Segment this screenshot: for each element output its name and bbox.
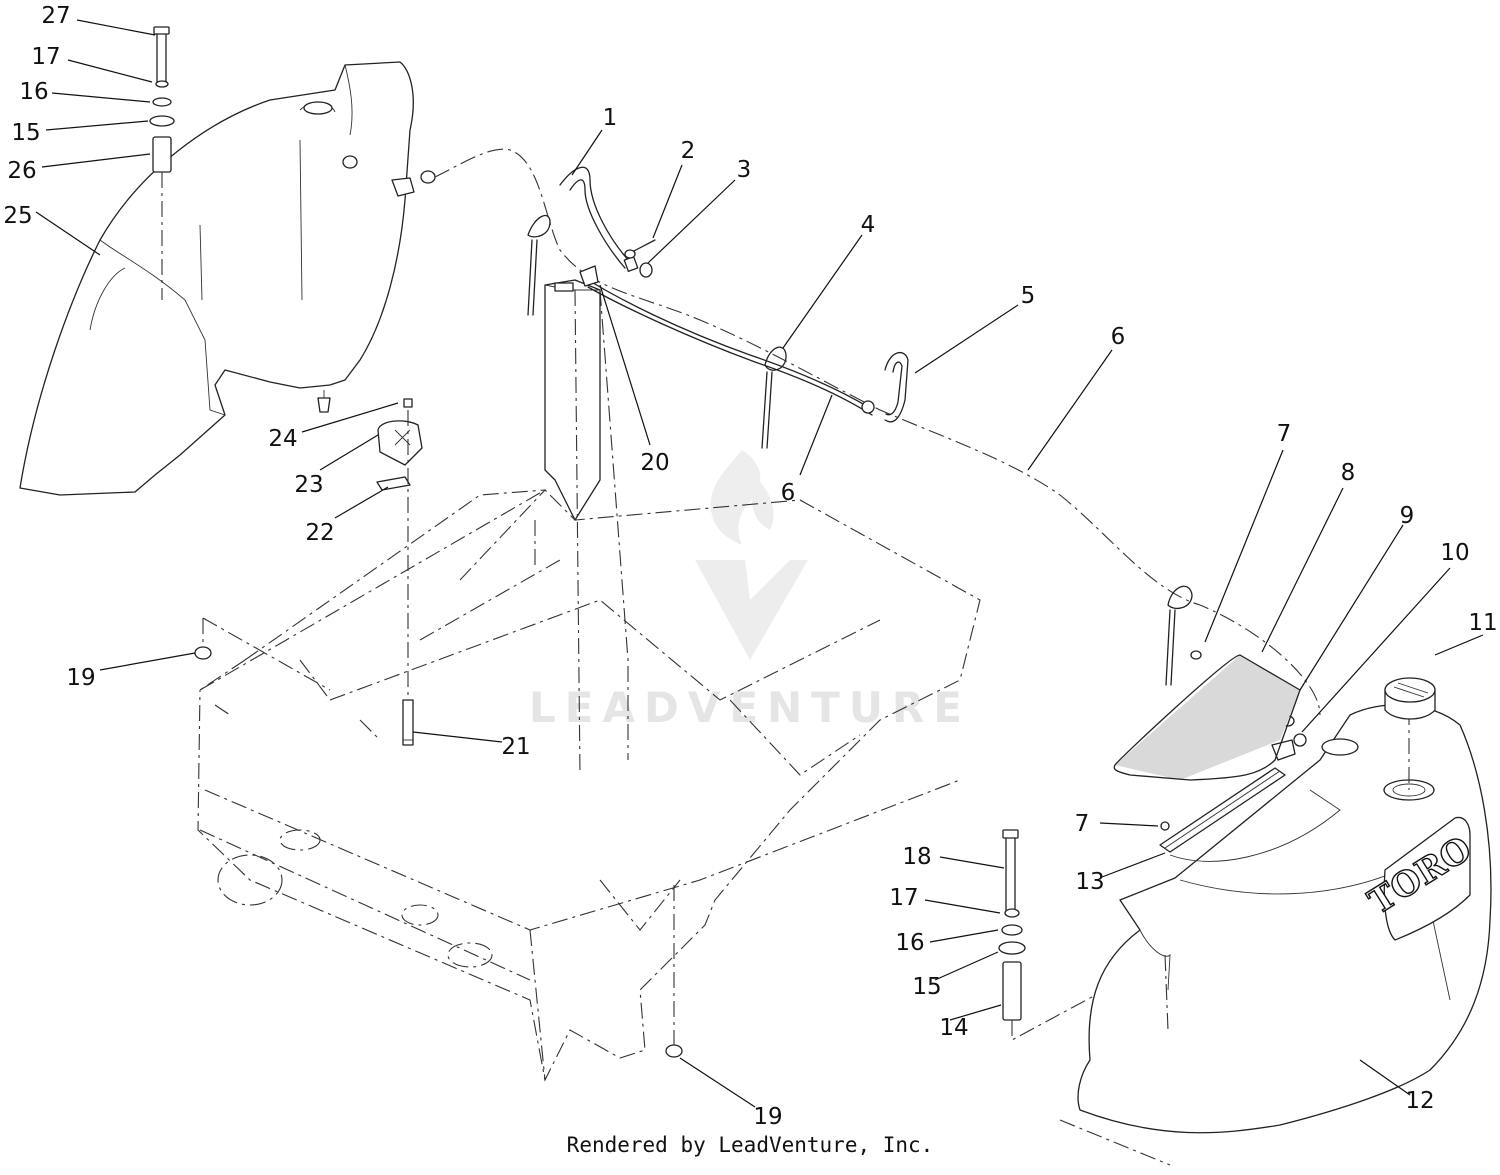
callout-2: 2 — [681, 138, 696, 164]
callout-3: 3 — [737, 157, 752, 183]
cable-tie-left — [527, 214, 551, 316]
bumper-pad — [377, 420, 423, 466]
watermark-flame-icon — [710, 450, 774, 545]
callout-9: 9 — [1400, 503, 1415, 529]
callout-6-lower: 6 — [781, 480, 796, 506]
callout-7-lower: 7 — [1075, 811, 1090, 837]
hose-clip — [579, 265, 599, 287]
right-tank-clamp — [1293, 733, 1307, 747]
fuel-cap — [1384, 677, 1436, 720]
callout-13: 13 — [1075, 869, 1104, 895]
piano-hinge — [1159, 767, 1286, 853]
callout-1: 1 — [603, 105, 618, 131]
watermark-logo: LEADVENTURE — [529, 450, 971, 732]
cable-tie-center — [761, 346, 787, 449]
callout-labels: 27 17 16 15 26 25 1 2 3 4 5 6 6 20 24 23… — [3, 3, 1497, 1130]
watermark-v-icon — [695, 560, 808, 660]
tray-recess-outline — [1169, 789, 1341, 862]
hinge-screws — [1160, 650, 1202, 831]
shim-pad — [376, 476, 411, 491]
short-hose — [861, 351, 909, 423]
callout-23: 23 — [294, 472, 323, 498]
watermark-text: LEADVENTURE — [529, 683, 971, 732]
cable-tie-right — [1165, 585, 1193, 686]
callout-5: 5 — [1021, 283, 1036, 309]
callout-19-right: 19 — [753, 1104, 782, 1130]
callout-6-upper: 6 — [1111, 324, 1126, 350]
left-tank-fitting — [391, 170, 436, 197]
flange-nut-right — [665, 885, 683, 1058]
flange-nut-left — [194, 617, 331, 691]
mower-frame — [197, 489, 981, 1082]
callout-18: 18 — [902, 844, 931, 870]
callout-14: 14 — [939, 1015, 968, 1041]
hose-clamp — [639, 262, 653, 278]
callout-21: 21 — [501, 734, 530, 760]
right-fuel-tank: TORO — [1059, 680, 1492, 1166]
callout-11: 11 — [1468, 610, 1497, 636]
mount-bolt-21 — [402, 699, 414, 746]
callout-10: 10 — [1440, 540, 1469, 566]
callout-16-left: 16 — [19, 79, 48, 105]
fitting-screw — [624, 239, 656, 259]
callout-12: 12 — [1405, 1088, 1434, 1114]
callout-26: 26 — [7, 158, 36, 184]
callout-4: 4 — [861, 212, 876, 238]
callout-16-right: 16 — [895, 930, 924, 956]
callout-25: 25 — [3, 203, 32, 229]
callout-17-right: 17 — [889, 885, 918, 911]
render-credit: Rendered by LeadVenture, Inc. — [566, 1133, 934, 1157]
tray-cover — [1113, 654, 1301, 781]
callout-15-right: 15 — [912, 974, 941, 1000]
callout-7-upper: 7 — [1277, 421, 1292, 447]
callout-17-left: 17 — [31, 44, 60, 70]
callout-15-left: 15 — [11, 120, 40, 146]
callout-20: 20 — [640, 450, 669, 476]
left-hardware-stack — [149, 26, 175, 300]
callout-22: 22 — [305, 520, 334, 546]
callout-19-left: 19 — [66, 665, 95, 691]
center-post — [544, 279, 629, 776]
callout-27: 27 — [41, 3, 70, 29]
left-fuel-tank — [19, 61, 414, 496]
callout-8: 8 — [1341, 460, 1356, 486]
callout-24: 24 — [268, 426, 297, 452]
leader-lines — [35, 19, 1484, 1108]
bumper-bolt — [403, 398, 413, 408]
fuel-hose — [434, 148, 1321, 716]
